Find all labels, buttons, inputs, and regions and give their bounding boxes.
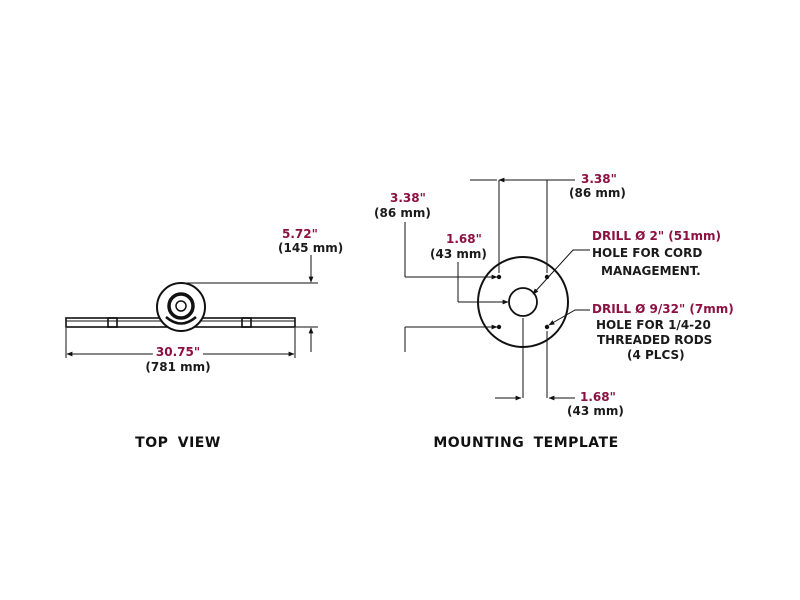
drill-small-spec: DRILL Ø 9/32" (7mm) — [592, 302, 734, 316]
drill-large-spec: DRILL Ø 2" (51mm) — [592, 229, 721, 243]
drill-small-desc-line1: HOLE FOR 1/4-20 — [596, 318, 711, 332]
pole-clamp — [165, 316, 197, 325]
height-dimension-value: 5.72" — [282, 227, 318, 241]
rod-hole-leader — [548, 309, 590, 326]
rod-hole-bottom-left — [496, 324, 502, 330]
left-small-metric: (43 mm) — [430, 247, 487, 261]
drill-small-desc-line3: (4 PLCS) — [627, 348, 685, 362]
top-view-title: TOP VIEW — [135, 435, 221, 451]
rod-hole-top-left — [496, 274, 502, 280]
bottom-small-metric: (43 mm) — [567, 404, 624, 418]
width-dimension-metric: (781 mm) — [145, 360, 211, 374]
shelf-tab-left — [107, 317, 118, 328]
left-offset-metric: (86 mm) — [374, 206, 431, 220]
cord-hole-circle — [508, 287, 538, 317]
width-dimension-value: 30.75" — [152, 345, 204, 359]
pole-hole — [175, 300, 187, 312]
mounting-template-title: MOUNTING TEMPLATE — [433, 435, 619, 451]
right-offset-value: 3.38" — [581, 172, 617, 186]
top-view-drawing — [65, 282, 296, 332]
mounting-template-dimensions — [404, 177, 590, 401]
drill-small-desc-line2: THREADED RODS — [597, 333, 713, 347]
drill-large-desc-line2: MANAGEMENT. — [601, 264, 701, 278]
rod-hole-bottom-right — [544, 324, 550, 330]
pole-inner-ring — [167, 292, 195, 320]
height-dimension-metric: (145 mm) — [278, 241, 344, 255]
top-view-dimensions — [65, 255, 318, 358]
bottom-small-value: 1.68" — [580, 390, 616, 404]
cord-hole-leader — [532, 249, 590, 295]
drill-large-desc-line1: HOLE FOR CORD — [592, 246, 703, 260]
left-offset-value: 3.38" — [390, 191, 426, 205]
shelf-tab-right — [241, 317, 252, 328]
right-offset-metric: (86 mm) — [569, 186, 626, 200]
left-small-value: 1.68" — [446, 232, 482, 246]
